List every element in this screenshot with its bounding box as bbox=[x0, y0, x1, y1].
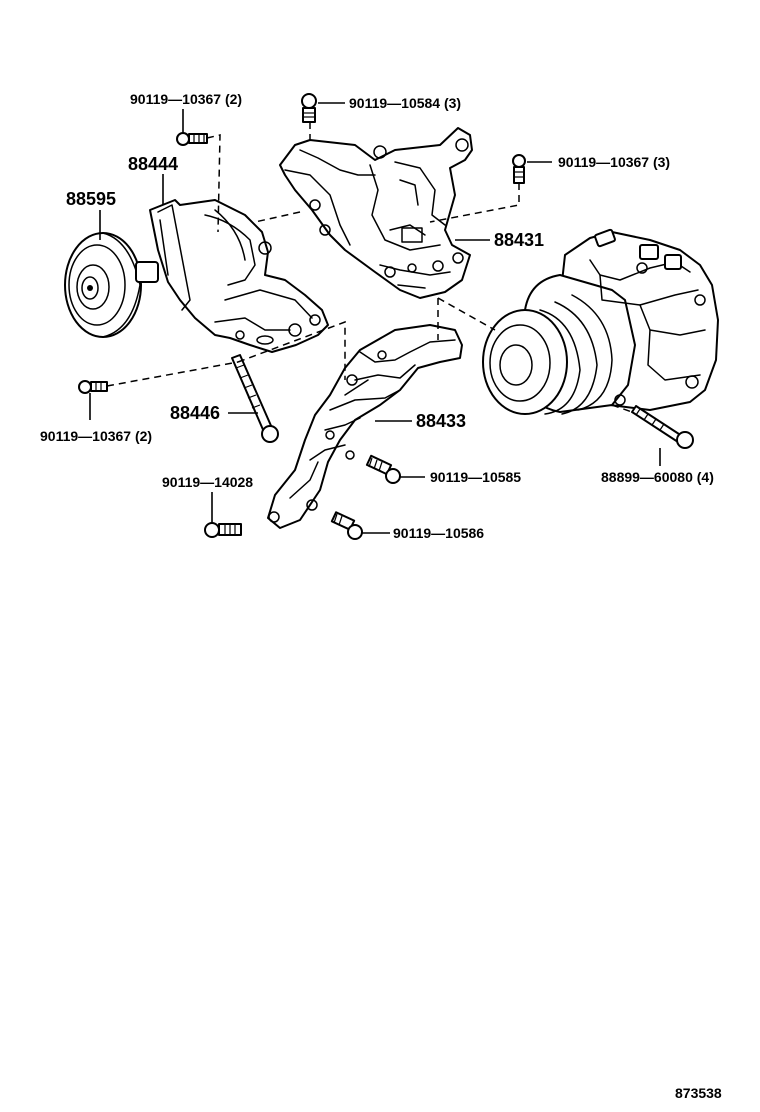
label-bolt-10586: 90119—10586 bbox=[393, 525, 484, 541]
bolt-90119-10586[interactable] bbox=[330, 511, 363, 540]
bolt-90119-14028[interactable] bbox=[204, 522, 242, 538]
label-88444: 88444 bbox=[128, 154, 178, 174]
label-bolt-compressor: 88899—60080 (4) bbox=[601, 469, 714, 485]
ac-compressor[interactable] bbox=[482, 228, 719, 415]
bolt-88899-60080[interactable] bbox=[631, 405, 694, 449]
alignment-lines bbox=[106, 122, 633, 413]
bracket-88433[interactable] bbox=[267, 324, 463, 529]
label-88431: 88431 bbox=[494, 230, 544, 250]
label-bolt-top-right: 90119—10367 (3) bbox=[558, 154, 670, 170]
label-bolt-left-mid: 90119—10367 (2) bbox=[40, 428, 152, 444]
bolt-88446[interactable] bbox=[231, 354, 279, 443]
label-88446: 88446 bbox=[170, 403, 220, 423]
label-88433: 88433 bbox=[416, 411, 466, 431]
idler-pulley-88595[interactable] bbox=[64, 232, 159, 338]
label-bolt-top-center: 90119—10584 (3) bbox=[349, 95, 461, 111]
bolt-90119-10584[interactable] bbox=[301, 93, 317, 123]
diagram-id: 873538 bbox=[675, 1085, 722, 1101]
bolt-90119-10367-left[interactable] bbox=[78, 380, 108, 394]
bolt-90119-10367-right[interactable] bbox=[512, 154, 526, 184]
bolt-90119-10367-top[interactable] bbox=[176, 132, 208, 146]
label-bolt-10585: 90119—10585 bbox=[430, 469, 521, 485]
leader-lines bbox=[89, 102, 661, 534]
label-88595: 88595 bbox=[66, 189, 116, 209]
bolt-90119-10585[interactable] bbox=[365, 454, 401, 484]
label-bolt-14028: 90119—14028 bbox=[162, 474, 253, 490]
label-bolt-top-left: 90119—10367 (2) bbox=[130, 91, 242, 107]
bracket-88444[interactable] bbox=[149, 199, 329, 353]
bracket-88431[interactable] bbox=[279, 127, 473, 299]
